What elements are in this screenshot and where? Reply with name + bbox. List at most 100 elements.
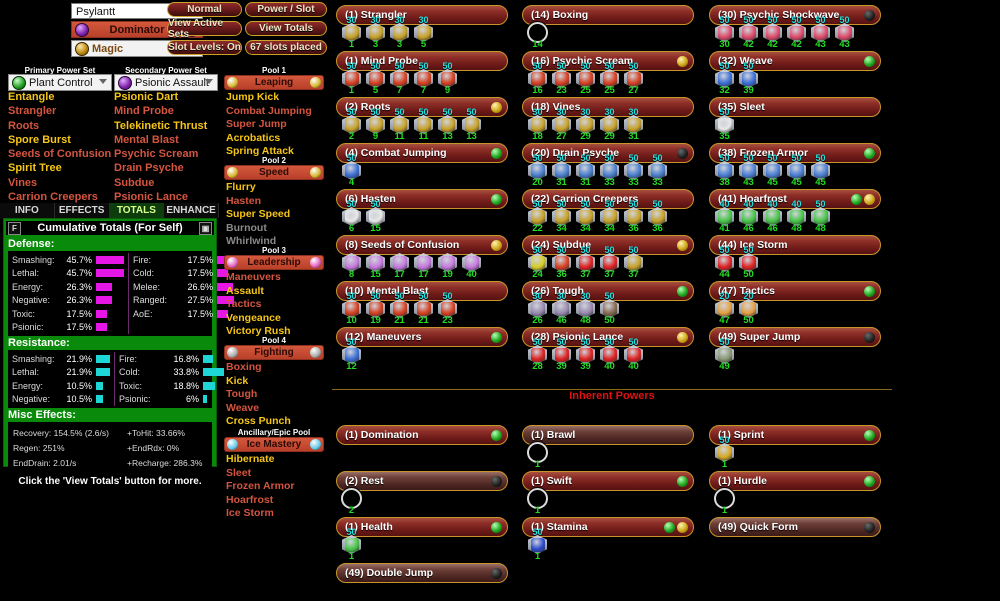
power-status-dot[interactable]	[491, 522, 502, 533]
power-bar[interactable]: (49) Super Jump	[709, 327, 881, 347]
enhancement-slot[interactable]: 17	[388, 246, 411, 280]
power-status-dot[interactable]	[491, 102, 502, 113]
power-list-item[interactable]: Mental Blast	[114, 133, 179, 146]
enhancement-icon[interactable]	[715, 23, 734, 42]
enhancement-icon[interactable]	[811, 161, 830, 180]
enhancement-icon[interactable]	[528, 299, 547, 318]
view-active-sets-button[interactable]: View Active Sets	[167, 18, 242, 40]
power-list-item[interactable]: Spore Burst	[8, 133, 71, 146]
pool-power-item[interactable]: Vengeance	[226, 311, 281, 324]
power-bar[interactable]: (1) Health	[336, 517, 508, 537]
enhancement-icon[interactable]	[715, 345, 734, 364]
power-row[interactable]: (49) Quick Form	[709, 517, 881, 537]
power-status-dot[interactable]	[677, 286, 688, 297]
power-bar[interactable]: (10) Mental Blast	[336, 281, 508, 301]
enhancement-icon[interactable]	[390, 69, 409, 88]
enhancement-icon[interactable]	[576, 69, 595, 88]
enhancement-icon[interactable]	[462, 253, 481, 272]
empty-slot-icon[interactable]	[527, 488, 548, 509]
enhancement-icon[interactable]	[414, 69, 433, 88]
enhancement-icon[interactable]	[576, 207, 595, 226]
pool-select[interactable]: Leadership	[224, 255, 324, 270]
power-status-dot[interactable]	[677, 148, 688, 159]
pool-power-item[interactable]: Cross Punch	[226, 415, 291, 428]
power-status-dot[interactable]	[851, 194, 862, 205]
enhancement-icon[interactable]	[342, 535, 361, 554]
enhancement-icon[interactable]	[763, 23, 782, 42]
power-bar[interactable]: (1) Swift	[522, 471, 694, 491]
enhancement-icon[interactable]	[552, 161, 571, 180]
power-list-item[interactable]: Strangler	[8, 105, 57, 118]
power-status-dot[interactable]	[491, 430, 502, 441]
pool-select[interactable]: Speed	[224, 165, 324, 180]
pool-power-item[interactable]: Super Jump	[226, 118, 287, 131]
power-bar[interactable]: (35) Sleet	[709, 97, 881, 117]
enhancement-slot[interactable]: 19	[436, 246, 459, 280]
power-status-dot[interactable]	[864, 430, 875, 441]
enhancement-icon[interactable]	[739, 23, 758, 42]
enhancement-icon[interactable]	[528, 345, 547, 364]
pool-power-item[interactable]: Hasten	[226, 194, 262, 207]
enhancement-icon[interactable]	[624, 253, 643, 272]
enhancement-icon[interactable]	[552, 299, 571, 318]
power-bar[interactable]: (4) Combat Jumping	[336, 143, 508, 163]
enhancement-icon[interactable]	[648, 207, 667, 226]
enhancement-slot[interactable]: 40	[460, 246, 483, 280]
enhancement-slot[interactable]: 17	[412, 246, 435, 280]
power-status-dot[interactable]	[864, 332, 875, 343]
enhancement-icon[interactable]	[739, 69, 758, 88]
enhancement-icon[interactable]	[414, 299, 433, 318]
pool-power-item[interactable]: Super Speed	[226, 208, 291, 221]
power-status-dot[interactable]	[491, 568, 502, 579]
pool-power-item[interactable]: Whirlwind	[226, 235, 277, 248]
power-bar[interactable]: (6) Hasten	[336, 189, 508, 209]
pool-power-item[interactable]: Boxing	[226, 361, 262, 373]
power-bar[interactable]: (24) Subdue	[522, 235, 694, 255]
enhancement-icon[interactable]	[715, 207, 734, 226]
enhancement-icon[interactable]	[438, 253, 457, 272]
enhancement-icon[interactable]	[438, 115, 457, 134]
enhancement-icon[interactable]	[342, 253, 361, 272]
enhancement-icon[interactable]	[811, 207, 830, 226]
power-status-dot[interactable]	[491, 240, 502, 251]
enhancement-icon[interactable]	[390, 253, 409, 272]
enhancement-slot[interactable]: 1	[713, 482, 736, 516]
power-slot-button[interactable]: Power / Slot	[245, 2, 327, 17]
power-bar[interactable]: (32) Weave	[709, 51, 881, 71]
power-bar[interactable]: (22) Carrion Creepers	[522, 189, 694, 209]
pool-power-item[interactable]: Combat Jumping	[226, 104, 312, 117]
